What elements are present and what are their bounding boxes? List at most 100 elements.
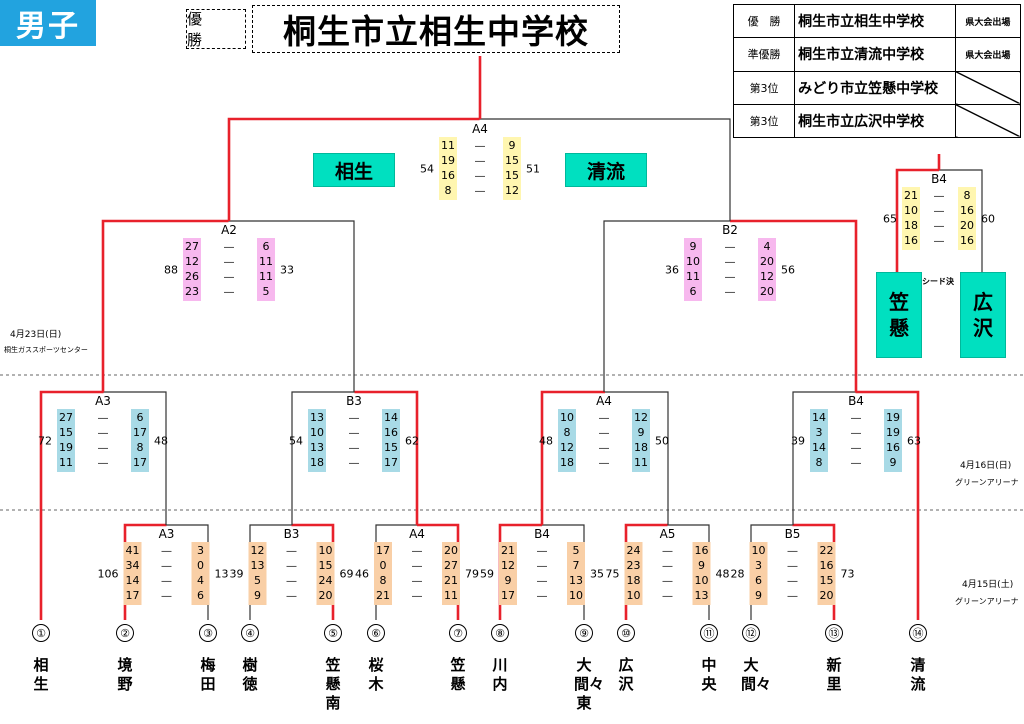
score-box-right <box>382 409 400 472</box>
set-score: 15 <box>820 574 834 587</box>
set-score: 15 <box>384 441 398 454</box>
category-badge: 男子 <box>0 0 96 46</box>
set-score: 16 <box>384 426 398 439</box>
total-score: 88 <box>164 264 178 277</box>
total-score: 48 <box>154 435 168 448</box>
set-score: 12 <box>251 544 265 557</box>
team-name: 大間々東 <box>574 656 605 712</box>
total-score: 65 <box>883 213 897 226</box>
team-name: 境野 <box>117 656 133 693</box>
total-score: 60 <box>981 213 995 226</box>
dash: ― <box>287 546 297 557</box>
bracket-line <box>540 390 605 525</box>
result-rank: 第3位 <box>732 103 796 139</box>
team-name: 笠懸 <box>450 656 466 693</box>
team-name: 清流 <box>910 656 926 693</box>
score-box-left <box>248 542 267 605</box>
dash: ― <box>934 191 944 202</box>
set-score: 8 <box>816 456 823 469</box>
dash: ― <box>851 458 861 469</box>
results-row: 準優勝 桐生市立清流中学校 県大会出場 <box>732 37 1022 72</box>
date-label: 4月15日(土) <box>962 580 1014 590</box>
court-label: A3 <box>95 394 111 408</box>
set-score: 14 <box>384 411 398 424</box>
set-score: 17 <box>126 589 140 602</box>
set-score: 5 <box>573 544 580 557</box>
score-box-left <box>123 542 142 605</box>
dash: ― <box>788 561 798 572</box>
dash: ― <box>412 591 422 602</box>
set-score: 20 <box>960 219 974 232</box>
total-score: 13 <box>215 568 229 581</box>
team-name: 桜木 <box>368 656 384 693</box>
team-name: 新里 <box>826 656 842 693</box>
set-score: 10 <box>319 544 333 557</box>
bracket-line <box>895 168 939 272</box>
set-score: 11 <box>444 589 458 602</box>
total-score: 39 <box>230 568 244 581</box>
dash: ― <box>224 287 234 298</box>
set-score: 14 <box>812 441 826 454</box>
dash: ― <box>851 443 861 454</box>
set-score: 23 <box>185 285 199 298</box>
dash: ― <box>162 546 172 557</box>
set-score: 21 <box>376 589 390 602</box>
bracket-line <box>39 390 104 620</box>
set-score: 5 <box>254 574 261 587</box>
score-box-right <box>191 542 210 605</box>
dash: ― <box>851 428 861 439</box>
dash: ― <box>98 458 108 469</box>
set-score: 3 <box>816 426 823 439</box>
set-score: 41 <box>126 544 140 557</box>
set-score: 9 <box>638 426 645 439</box>
team-number: ⑬ <box>825 624 843 642</box>
total-score: 63 <box>907 435 921 448</box>
team-name: 笠懸南 <box>325 656 341 712</box>
set-score: 16 <box>960 234 974 247</box>
set-score: 10 <box>310 426 324 439</box>
dash: ― <box>663 546 673 557</box>
dash: ― <box>162 561 172 572</box>
bracket-line <box>730 219 858 392</box>
court-label: A4 <box>472 122 488 136</box>
dash: ― <box>349 458 359 469</box>
set-score: 9 <box>509 139 516 152</box>
total-score: 33 <box>280 264 294 277</box>
dash: ― <box>788 546 798 557</box>
result-school: 桐生市立清流中学校 <box>794 37 956 72</box>
dash: ― <box>934 221 944 232</box>
dash: ― <box>98 428 108 439</box>
score-box-left <box>183 238 201 301</box>
set-score: 0 <box>197 559 204 572</box>
dash: ― <box>537 546 547 557</box>
bracket-line <box>228 220 355 392</box>
set-score: 6 <box>755 574 762 587</box>
court-label: A2 <box>221 223 237 237</box>
total-score: 48 <box>539 435 553 448</box>
dash: ― <box>788 591 798 602</box>
total-score: 54 <box>420 163 434 176</box>
dash: ― <box>475 156 485 167</box>
dash: ― <box>349 428 359 439</box>
score-box-left <box>749 542 768 605</box>
set-score: 18 <box>560 456 574 469</box>
date-label: 4月23日(日) <box>10 330 62 340</box>
team-name: 梅田 <box>200 656 216 693</box>
set-score: 9 <box>698 559 705 572</box>
results-row: 第3位 桐生市立広沢中学校 <box>732 103 1022 139</box>
set-score: 19 <box>441 154 455 167</box>
set-score: 10 <box>569 589 583 602</box>
set-score: 15 <box>59 426 73 439</box>
set-score: 16 <box>695 544 709 557</box>
dash: ― <box>349 443 359 454</box>
total-score: 106 <box>98 568 119 581</box>
result-note-slash <box>954 70 1022 105</box>
court-label: A5 <box>660 527 676 541</box>
set-score: 14 <box>126 574 140 587</box>
set-score: 12 <box>505 184 519 197</box>
court-label: B3 <box>284 527 300 541</box>
set-score: 21 <box>904 189 918 202</box>
bracket-line <box>291 391 355 525</box>
court-label: A3 <box>159 527 175 541</box>
